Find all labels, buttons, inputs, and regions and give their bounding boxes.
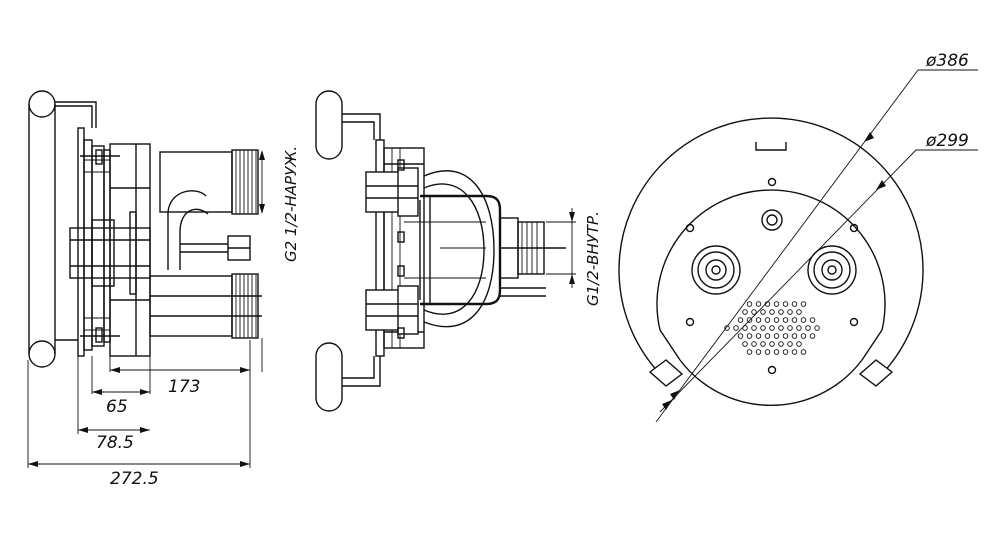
handle-top-grip (315, 90, 343, 160)
perforation-hole (746, 317, 753, 323)
perforation-hole (796, 325, 802, 331)
perforation-hole (796, 309, 802, 315)
perforation-hole (764, 349, 771, 355)
perforation-hole (791, 349, 798, 355)
perforation-grid (724, 301, 820, 355)
perforation-hole (769, 309, 775, 315)
dim-173: 173 (168, 377, 200, 397)
perforation-hole (751, 309, 757, 315)
thread-label-inner: G1/2-ВНУТР. (584, 211, 602, 306)
perforation-hole (755, 349, 762, 355)
perforation-hole (805, 325, 811, 331)
lug-left (648, 359, 684, 387)
perforation-hole (791, 333, 798, 339)
perforation-hole (791, 317, 798, 323)
perforation-hole (742, 341, 748, 347)
perforation-hole (787, 325, 793, 331)
perforation-hole (796, 341, 802, 347)
perforation-hole (755, 317, 762, 323)
perforation-hole (751, 325, 757, 331)
perforation-hole (746, 333, 753, 339)
perforation-hole (760, 341, 766, 347)
perforation-hole (737, 333, 744, 339)
thread-label-outer: G2 1/2-НАРУЖ. (282, 146, 300, 262)
perforation-hole (800, 333, 807, 339)
perforation-hole (773, 349, 780, 355)
perforation-hole (778, 325, 784, 331)
perforation-hole (760, 309, 766, 315)
lug-right (858, 359, 894, 387)
perforation-hole (764, 333, 771, 339)
perforation-hole (742, 309, 748, 315)
perforation-hole (782, 301, 789, 307)
perforation-hole (773, 333, 780, 339)
perforation-hole (746, 349, 753, 355)
top-view: G1/2-ВНУТР. (315, 90, 602, 412)
perforation-hole (800, 317, 807, 323)
perforation-hole (751, 341, 757, 347)
perforation-hole (778, 309, 784, 315)
perforation-hole (782, 317, 789, 323)
perforation-hole (755, 333, 762, 339)
perforation-hole (778, 341, 784, 347)
perforation-hole (773, 317, 780, 323)
perforation-hole (782, 333, 789, 339)
dim-78-5: 78.5 (96, 433, 134, 453)
perforation-hole (782, 349, 789, 355)
diameter-outer: ø386 (925, 51, 969, 71)
perforation-hole (791, 301, 798, 307)
diameter-inner: ø299 (925, 131, 969, 151)
perforation-hole (724, 325, 730, 331)
front-view: ø386 ø299 (618, 51, 978, 423)
perforation-hole (800, 349, 807, 355)
dim-272-5: 272.5 (110, 469, 159, 489)
handle-top-end (28, 90, 56, 118)
perforation-hole (737, 317, 744, 323)
handle-bottom-end (28, 340, 56, 368)
perforation-hole (769, 325, 775, 331)
perforation-hole (769, 341, 775, 347)
perforation-hole (746, 301, 753, 307)
perforation-hole (755, 301, 762, 307)
perforation-hole (760, 325, 766, 331)
dim-65: 65 (106, 397, 128, 417)
handle-bottom-grip (315, 342, 343, 412)
perforation-hole (733, 325, 739, 331)
perforation-hole (787, 341, 793, 347)
perforation-hole (764, 317, 771, 323)
perforation-hole (809, 317, 816, 323)
perforation-hole (814, 325, 820, 331)
side-view: G2 1/2-НАРУЖ. 173 65 78.5 272.5 (27, 90, 300, 489)
perforation-hole (809, 333, 816, 339)
perforation-hole (800, 301, 807, 307)
perforation-hole (773, 301, 780, 307)
perforation-hole (787, 309, 793, 315)
